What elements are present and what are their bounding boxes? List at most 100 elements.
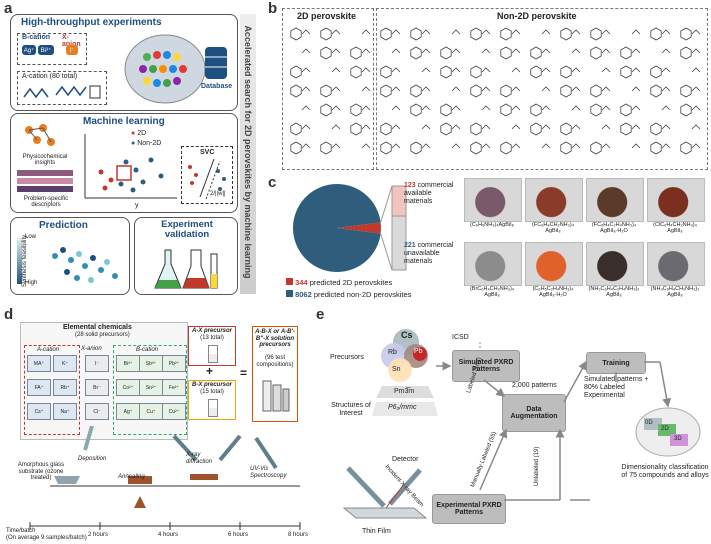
- molecule-structure: [620, 65, 641, 79]
- molecule-structure: [391, 105, 401, 111]
- ml-box: Machine learning Physicochemical insight…: [10, 113, 238, 213]
- molecule-structure: [290, 27, 311, 41]
- el-cs: Cs: [401, 330, 413, 340]
- sample-photo: [586, 242, 644, 286]
- svc-plot: [188, 158, 226, 200]
- molecule-structure: [470, 84, 491, 98]
- legend-2d-pred: 344 predicted 2D perovskites: [286, 278, 392, 287]
- molecule-structure: [380, 65, 401, 79]
- molecule-graph-icon: [25, 124, 55, 146]
- low-label: Low: [25, 234, 37, 240]
- ml-title: Machine learning: [83, 116, 165, 127]
- dims-caption: Dimensionality classification of 75 comp…: [621, 464, 709, 480]
- solution-sub: (96 test compositions): [256, 355, 294, 368]
- hte-title: High-throughput experiments: [21, 17, 162, 28]
- d-bcation-label: B-cation: [136, 347, 159, 353]
- elemental-title: Elemental chemicals: [63, 324, 132, 331]
- b-2d-box: 2D perovskite: [282, 8, 374, 170]
- patterns-label: 2,000 patterns: [512, 382, 557, 389]
- molecule-structure: [380, 27, 401, 41]
- feasibility-colorbar: [17, 238, 22, 284]
- pie-slice-2d: [337, 222, 381, 234]
- structures-grid: [290, 27, 701, 155]
- tick-8h: 8 hours: [288, 532, 309, 538]
- database-label: Database: [201, 83, 233, 90]
- bcation-cell: Co²⁺: [116, 379, 140, 396]
- xrd-setup: [342, 466, 428, 519]
- bcation-cell: Cu²⁺: [162, 403, 186, 420]
- axis-y-label: y: [135, 202, 139, 209]
- molecule-structure: [560, 141, 581, 155]
- molecule-structure: [380, 84, 401, 98]
- molecule-structure: [361, 86, 371, 92]
- sample-photo: [525, 242, 583, 286]
- molecule-structure: [301, 48, 311, 54]
- molecule-structure: [290, 122, 311, 136]
- connector-top: [379, 185, 393, 225]
- ion-ag: Ag⁺: [22, 45, 36, 55]
- acation-cell: Na⁺: [53, 403, 77, 420]
- molecule-structure: [541, 86, 551, 92]
- bcation-cell: Bi³⁺: [116, 355, 140, 372]
- molecule-structure: [380, 122, 401, 136]
- acation-cell: Rb⁺: [53, 379, 77, 396]
- ax-vial-icon: [208, 345, 218, 363]
- legend-2d: ● 2D: [131, 130, 147, 137]
- solution-box: A-B-X or A-B'-B''-X solution precursors …: [252, 326, 298, 422]
- acation-cell: MA⁺: [27, 355, 51, 372]
- molecule-structure: [680, 27, 701, 41]
- molecule-structure: [410, 84, 431, 98]
- molecule-structure: [470, 122, 491, 136]
- molecule-structure: [320, 141, 341, 155]
- molecule-structure: [590, 103, 611, 117]
- molecule-structure: [631, 86, 641, 92]
- prediction-map: [52, 247, 118, 283]
- sg-pm3m: Pm3̅m: [394, 388, 415, 395]
- molecule-structure: [320, 27, 341, 41]
- molecule-structure: [530, 103, 551, 117]
- bx-sub: (15 total): [200, 389, 224, 395]
- pie-slice-non2d: [293, 184, 381, 272]
- molecule-structure: [631, 29, 641, 35]
- molecule-structure: [620, 103, 641, 117]
- prediction-box: Prediction Low High Synthesis feasibilit…: [10, 217, 130, 295]
- molecule-structure: [590, 27, 611, 41]
- physico-label: Physicochemical insights: [22, 154, 68, 166]
- xanion-cell: Cl⁻: [85, 403, 109, 420]
- d-acation-label: A-cation: [37, 347, 60, 353]
- legend-non2d-swatch: [286, 290, 293, 297]
- b-2d-title: 2D perovskite: [297, 11, 357, 21]
- molecule-structure: [500, 27, 521, 41]
- sample-photo: [647, 178, 705, 222]
- margin-label: 2/||w||: [210, 191, 226, 197]
- molecule-icons: [23, 85, 101, 99]
- ax-sub: (13 total): [200, 335, 224, 341]
- annealing-label: Annealing: [118, 474, 145, 480]
- panel-a-letter: a: [4, 0, 13, 17]
- scatter-icon: [84, 134, 177, 199]
- xanion-col: X-anion: [81, 345, 111, 433]
- augmentation-box: Data Augmentation: [502, 394, 566, 432]
- molecule-structure: [601, 67, 611, 73]
- acation-cell: K⁺: [53, 355, 77, 372]
- molecule-structure: [601, 124, 611, 130]
- molecule-structure: [481, 48, 491, 54]
- molecule-structure: [500, 46, 521, 60]
- validation-box: Experiment validation: [134, 217, 238, 295]
- molecule-structure: [410, 141, 431, 155]
- molecule-structure: [650, 27, 671, 41]
- detector-label: Detector: [392, 456, 419, 463]
- molecule-structure: [350, 122, 371, 136]
- bx-title: B-X precursor: [191, 382, 232, 388]
- molecule-structure: [451, 143, 461, 149]
- molecule-structure: [560, 122, 581, 136]
- molecule-structure: [350, 46, 371, 60]
- sample-caption: (BrC₆H₄CH₂NH₃)₄ AgBiI₈: [469, 286, 515, 299]
- molecule-structure: [361, 143, 371, 149]
- molecule-structure: [290, 65, 311, 79]
- molecule-structure: [410, 46, 431, 60]
- sample-caption: (C₆H₅C₂H₄NH₃)₄ AgBiI₈·H₂O: [532, 286, 574, 299]
- bcation-cell: Pb²⁺: [162, 355, 186, 372]
- photo-grid: (C₆H₅NH₃)₄AgBiI₈(FC₆H₄CH₂NH₃)₄ AgBiI₈(FC…: [464, 178, 708, 304]
- molecule-structure: [391, 48, 401, 54]
